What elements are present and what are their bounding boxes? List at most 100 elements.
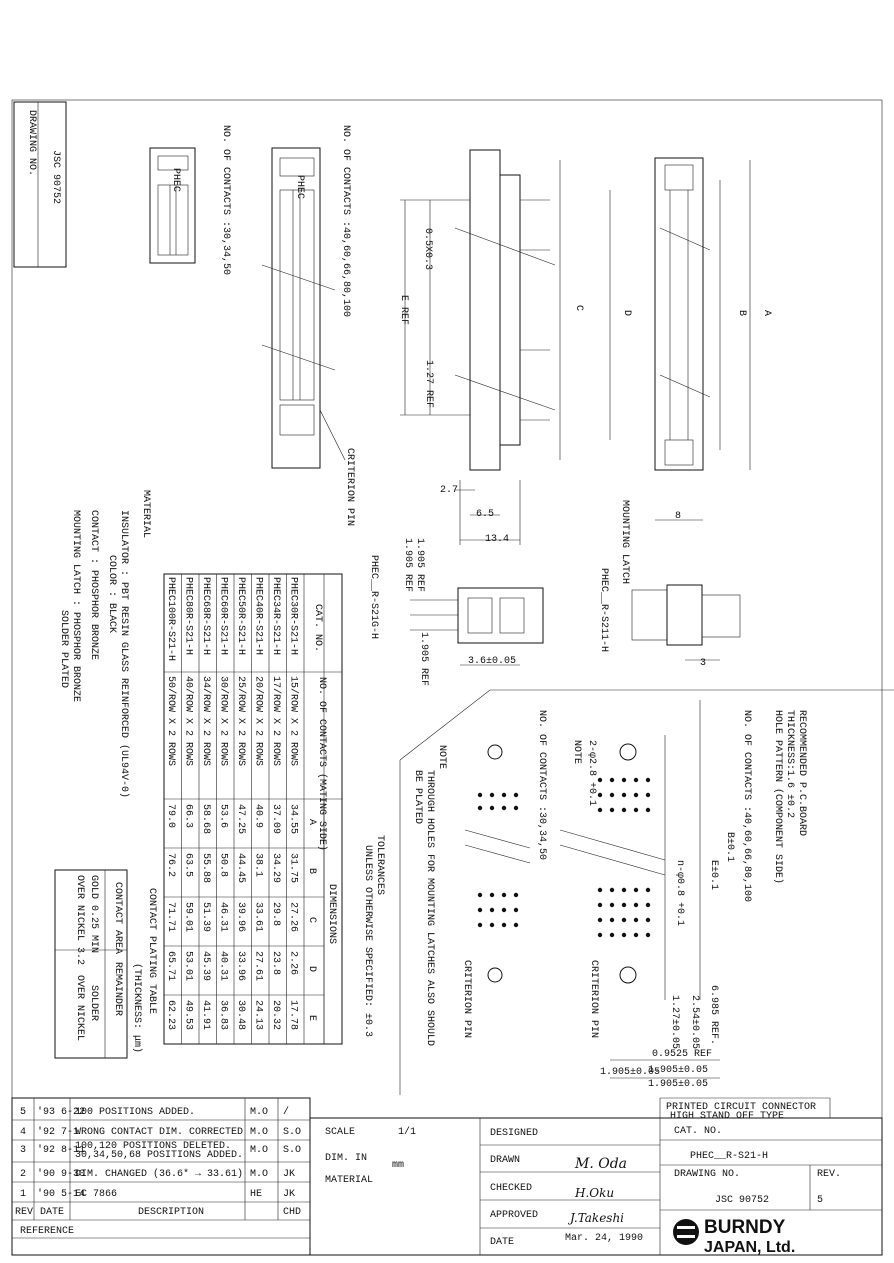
pcb-hole bbox=[513, 892, 519, 898]
cat-row-cat: PHEC50R-S21-H bbox=[235, 577, 246, 655]
rev-check: / bbox=[283, 1106, 289, 1118]
dim-b: B bbox=[736, 310, 747, 316]
rev-by: M.O bbox=[250, 1107, 268, 1118]
pcb-hole bbox=[645, 887, 651, 893]
pcb-hole bbox=[645, 777, 651, 783]
pcb-hole bbox=[489, 792, 495, 798]
dim-1-27-ref: 1.27 REF bbox=[423, 360, 434, 408]
pcb-hole bbox=[633, 902, 639, 908]
dim-unit: mm bbox=[392, 1160, 404, 1171]
dim-0-5: 0.5X0.3 bbox=[422, 228, 433, 270]
cat-table: PHEC30R-S21-H15/ROW X 2 ROWS34.5531.7527… bbox=[163, 573, 343, 1045]
cat-row-contacts: 50/ROW X 2 ROWS bbox=[165, 676, 177, 766]
dim-13-4: 13.4 bbox=[485, 534, 509, 545]
reference-label: REFERENCE bbox=[20, 1226, 74, 1237]
cat-row-dim: 29.8 bbox=[270, 902, 281, 926]
approved-label: APPROVED bbox=[490, 1210, 538, 1221]
cat-row-dim: 20.32 bbox=[270, 1000, 281, 1030]
title-line-1: PRINTED CIRCUIT CONNECTOR bbox=[666, 1102, 816, 1113]
svg-text:PHEC: PHEC bbox=[170, 168, 181, 192]
cat-row-dim: 34.29 bbox=[270, 853, 281, 883]
pcb-hole bbox=[645, 917, 651, 923]
dim-c: C bbox=[573, 305, 584, 311]
front-view bbox=[609, 157, 751, 661]
pcb-title-3: HOLE PATTERN (COMPONENT SIDE) bbox=[772, 710, 784, 884]
rev-by: HE bbox=[250, 1189, 262, 1200]
end-ref-1905-c: 1.905 REF bbox=[418, 632, 429, 686]
pcb-hole bbox=[609, 807, 615, 813]
pcb-hole bbox=[489, 922, 495, 928]
pcb-hole bbox=[501, 922, 507, 928]
pcb-hole bbox=[513, 792, 519, 798]
cat-row-dim: 37.09 bbox=[270, 804, 281, 834]
rev-date: '92 8-11 bbox=[37, 1144, 85, 1156]
pcb-hole bbox=[621, 932, 627, 938]
designed-label: DESIGNED bbox=[490, 1128, 538, 1139]
pcb-hole bbox=[489, 892, 495, 898]
pcb-criterion-pin-1: CRITERION PIN bbox=[588, 960, 599, 1038]
revision-block bbox=[11, 1097, 311, 1256]
material-title-label: MATERIAL bbox=[325, 1175, 373, 1186]
col-d-header: D bbox=[306, 966, 317, 972]
col-c-header: C bbox=[306, 917, 317, 923]
label-contacts-30: NO. OF CONTACTS :30,34,50 bbox=[220, 125, 231, 275]
pcb-dim-1905-b: 1.905±0.05 bbox=[648, 1065, 708, 1076]
material-latch: MOUNTING LATCH : PHOSPHOR BRONZE bbox=[70, 510, 81, 702]
rev-check: JK bbox=[283, 1169, 295, 1180]
pcb-hole bbox=[501, 892, 507, 898]
pcb-dim-254: 2.54±0.05 bbox=[689, 995, 700, 1049]
rev-description: WRONG CONTACT DIM. CORRECTED bbox=[75, 1127, 243, 1138]
contacts-header: NO. OF CONTACTS (MATING SIDE) bbox=[316, 677, 328, 851]
col-e-header: E bbox=[306, 1015, 317, 1021]
cat-row-dim: 44.45 bbox=[235, 853, 246, 883]
date-value: Mar. 24, 1990 bbox=[565, 1233, 643, 1244]
cat-row-dim: 45.39 bbox=[200, 951, 211, 981]
burndy-logo-icon bbox=[673, 1219, 699, 1245]
cat-row-dim: 17.78 bbox=[288, 1000, 299, 1030]
pcb-hole bbox=[609, 917, 615, 923]
pcb-hole bbox=[645, 807, 651, 813]
sheet-border bbox=[11, 99, 883, 1256]
pcb-hole bbox=[621, 917, 627, 923]
side-view bbox=[319, 149, 561, 545]
pcb-hole bbox=[513, 805, 519, 811]
pcb-hole bbox=[477, 892, 483, 898]
plating-val-2a: SOLDER bbox=[88, 985, 99, 1021]
pcb-hole bbox=[609, 932, 615, 938]
cat-row-cat: PHEC34R-S21-H bbox=[270, 577, 281, 655]
rev-title-label: REV. bbox=[817, 1169, 841, 1180]
cat-no-value: PHEC__R-S21-H bbox=[690, 1151, 768, 1162]
scale-label: SCALE bbox=[325, 1127, 355, 1138]
plating-col-1: CONTACT AREA bbox=[112, 882, 123, 954]
pcb-hole bbox=[513, 907, 519, 913]
title-line-2: HIGH STAND OFF TYPE bbox=[670, 1111, 784, 1122]
col-b-header: B bbox=[306, 868, 317, 874]
pcb-hole bbox=[477, 922, 483, 928]
company-sub: JAPAN, Ltd. bbox=[704, 1239, 795, 1256]
rev-header: REV bbox=[15, 1207, 33, 1218]
cat-row-dim: 27.26 bbox=[288, 902, 299, 932]
company-name: BURNDY bbox=[704, 1217, 786, 1238]
col-a-header: A bbox=[306, 819, 317, 825]
cat-row-dim: 50.8 bbox=[218, 853, 229, 877]
scale-value: 1/1 bbox=[398, 1126, 416, 1138]
drawing-no-title-value: JSC 90752 bbox=[715, 1195, 769, 1206]
pcb-hole bbox=[609, 777, 615, 783]
cat-row-dim: 41.91 bbox=[200, 1000, 211, 1030]
top-view-40: PHEC bbox=[261, 147, 336, 469]
cat-row-dim: 71.71 bbox=[165, 902, 176, 932]
cat-row-contacts: 25/ROW X 2 ROWS bbox=[235, 676, 247, 766]
end-view bbox=[410, 587, 544, 666]
drawing-no-value: JSC 90752 bbox=[50, 150, 61, 204]
pcb-hole bbox=[597, 807, 603, 813]
chd-header: CHD bbox=[283, 1207, 301, 1218]
tolerance-line-1: TOLERANCES bbox=[374, 835, 385, 895]
rev-number: 5 bbox=[20, 1107, 26, 1118]
cat-row-dim: 31.75 bbox=[288, 853, 299, 883]
rev-date: '93 6-22 bbox=[37, 1106, 85, 1118]
cat-row-dim: 53.01 bbox=[183, 951, 194, 981]
plating-col-2: REMAINDER bbox=[112, 962, 123, 1016]
rev-number: 1 bbox=[20, 1189, 26, 1200]
plating-table: CONTACT PLATING TABLE (THICKNESS: μm) CO… bbox=[54, 869, 157, 1059]
rev-date: '92 7-1 bbox=[37, 1126, 79, 1138]
